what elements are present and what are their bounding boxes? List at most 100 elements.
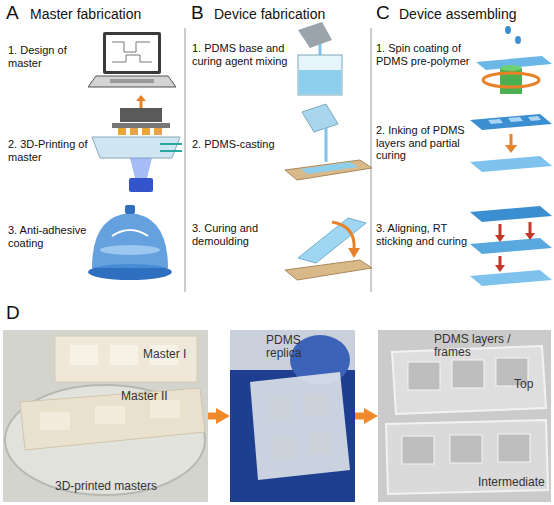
step-label: 3. Aligning, RT sticking and curing: [376, 222, 472, 247]
frame-window: [528, 116, 541, 121]
spinner: [500, 65, 522, 71]
photo-panel: Master I Master II 3D-printed masters: [3, 330, 208, 502]
process-arrow: [355, 413, 368, 420]
frame-window: [450, 435, 482, 463]
step-label: 2. 3D-Printing of master: [8, 138, 88, 163]
frame-window: [408, 362, 440, 390]
printed-part: [130, 128, 138, 135]
step-label: 1. Design of master: [8, 44, 70, 69]
substrate: [476, 56, 552, 70]
printer-head: [120, 108, 162, 122]
step-label: 3. Anti-adhesive coating: [8, 224, 96, 249]
inking-arrow: [505, 145, 517, 153]
photo-label: Top: [514, 378, 554, 391]
frame-window: [402, 436, 434, 464]
align-arrow: [495, 265, 505, 272]
panel-title: Device fabrication: [214, 6, 364, 22]
pdms-replica: [298, 218, 366, 263]
step-label: 2. PDMS-casting: [192, 138, 287, 151]
pdms-frame: [470, 238, 552, 254]
peel-arrow: [332, 222, 354, 250]
align-arrow: [525, 233, 535, 240]
desiccator-plate: [100, 245, 160, 255]
photo-label: 3D-printed masters: [55, 480, 205, 493]
master-feature: [95, 406, 125, 424]
master-mold: [285, 160, 372, 180]
flow-arrow: [160, 143, 182, 145]
pouring-cup: [302, 104, 338, 132]
pdms-mix: [299, 70, 341, 94]
photo-label: Master II: [121, 390, 195, 403]
align-arrow: [529, 222, 532, 234]
replica-feature: [304, 394, 328, 416]
step-label: 1. PDMS base and curing agent mixing: [192, 42, 292, 67]
frame-window: [452, 360, 484, 388]
drop: [515, 36, 521, 44]
replica-feature: [268, 398, 292, 420]
laptop-keyboard: [110, 79, 154, 83]
motion-arrow: [136, 95, 146, 101]
photo-label: Master I: [143, 348, 205, 361]
frame-window: [508, 117, 523, 122]
panel-letter: A: [6, 2, 28, 24]
master-block: [20, 388, 205, 450]
panel-letter: B: [191, 2, 213, 24]
desiccator-knob: [125, 205, 135, 214]
step-label: 3. Curing and demoulding: [192, 222, 272, 247]
frame-window: [498, 434, 530, 462]
rotation-arrow: [483, 73, 539, 87]
photo-panel: PDMS layers / framesTopIntermediate: [378, 330, 551, 502]
photo-label: PDMS replica: [266, 334, 316, 360]
pdms-stream: [325, 128, 328, 162]
light-beam: [130, 158, 152, 178]
pouring-cup: [298, 22, 332, 48]
step-label: 1. Spin coating of PDMS pre-polymer: [376, 42, 472, 67]
printed-part: [118, 128, 126, 135]
align-arrow: [499, 224, 502, 236]
resin-vat: [92, 137, 180, 158]
pdms-layer: [470, 270, 552, 286]
panel-title: Master fabrication: [30, 6, 180, 22]
replica-feature: [308, 432, 332, 454]
master-feature: [70, 345, 98, 365]
inking-arrow: [510, 134, 513, 146]
flow-arrow: [160, 150, 182, 152]
design-sketch: [112, 42, 150, 52]
peel-arrow: [348, 248, 360, 258]
panel-letter: C: [376, 2, 398, 24]
beaker: [298, 55, 342, 95]
photo-label: Intermediate: [478, 476, 554, 489]
align-arrow: [499, 256, 502, 266]
laptop-display: [106, 35, 158, 71]
vapor-arrow: [112, 230, 148, 236]
pdms-frame: [470, 114, 552, 130]
photo-label: PDMS layers / frames: [434, 333, 550, 359]
replica-feature: [272, 436, 296, 458]
desiccator-dome: [92, 213, 168, 268]
pdms-replica: [250, 372, 350, 480]
build-platform: [112, 123, 170, 128]
panel-letter: D: [6, 302, 28, 324]
master-feature: [110, 345, 138, 365]
prepolymer-layer: [470, 156, 552, 172]
petri-dish: [5, 385, 205, 495]
photo-background: [230, 330, 355, 502]
photo-background: [3, 330, 208, 502]
drop: [505, 26, 511, 34]
laptop-screen: [103, 32, 161, 74]
photo-panel: PDMS replica: [230, 330, 355, 502]
printed-part: [142, 128, 150, 135]
pdms-layer: [300, 162, 358, 174]
projector: [129, 178, 153, 192]
panel-title: Device assembling: [399, 6, 549, 22]
align-arrow: [495, 235, 505, 242]
pdms-frame: [470, 206, 552, 222]
step-label: 2. Inking of PDMS layers and partial cur…: [376, 124, 468, 162]
process-arrow: [208, 413, 220, 420]
laptop-base: [88, 76, 176, 87]
master-mold: [285, 260, 372, 280]
frame-window: [488, 119, 503, 124]
printed-part: [154, 128, 162, 135]
